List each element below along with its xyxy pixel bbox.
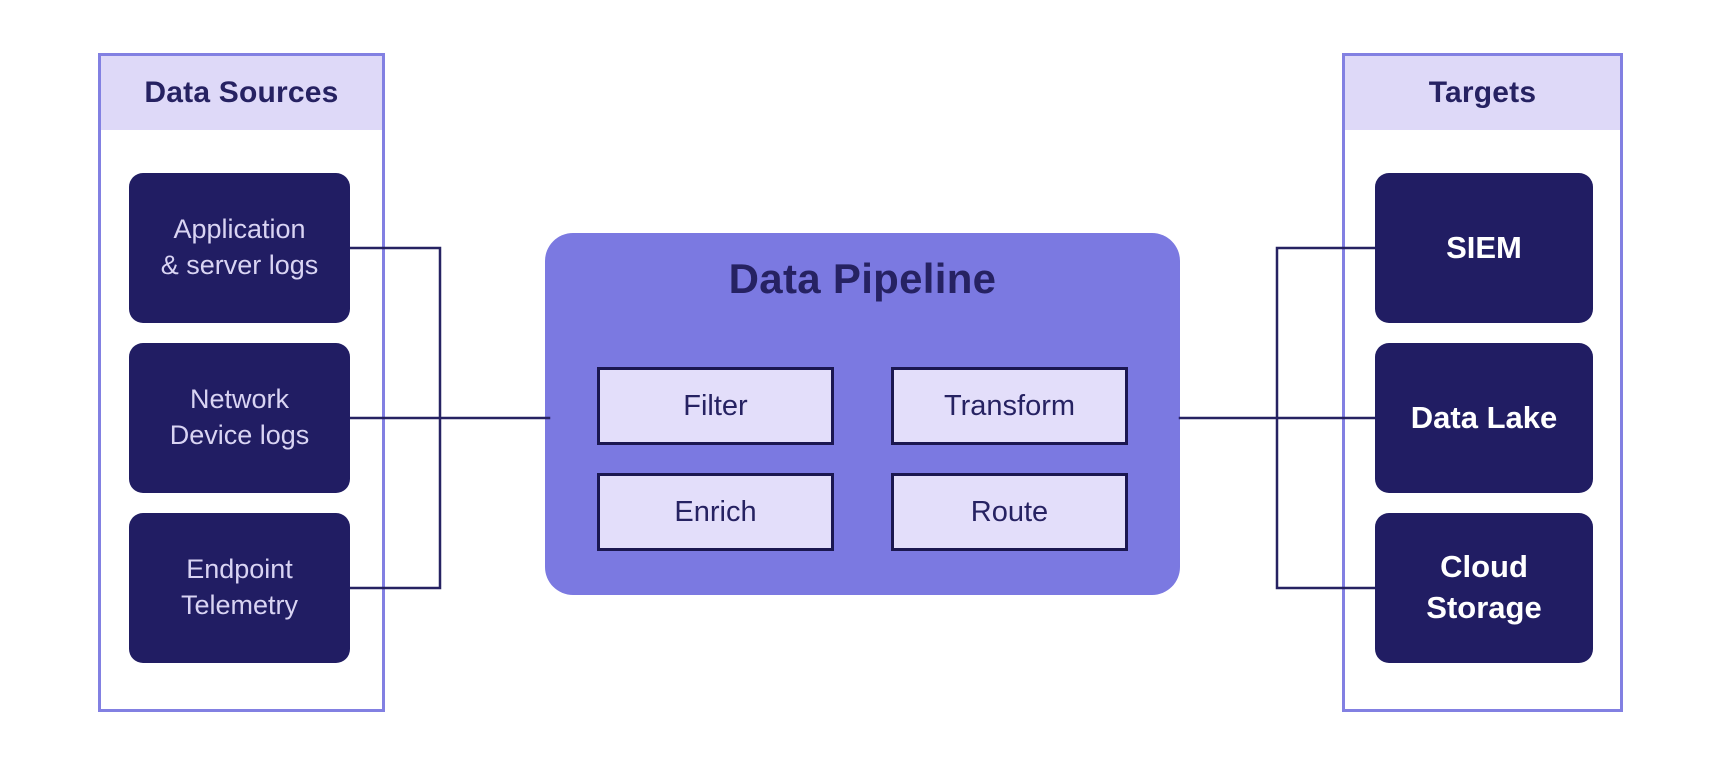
source-box-application-server-logs: Application & server logs [129, 173, 350, 323]
pipeline-stage-grid: Filter Transform Enrich Route [545, 367, 1180, 551]
stage-box-filter: Filter [597, 367, 834, 445]
target-box-cloud-storage: Cloud Storage [1375, 513, 1593, 663]
target-box-siem: SIEM [1375, 173, 1593, 323]
targets-header: Targets [1345, 56, 1620, 130]
stage-box-enrich: Enrich [597, 473, 834, 551]
stage-box-transform: Transform [891, 367, 1128, 445]
stage-box-route: Route [891, 473, 1128, 551]
data-sources-header: Data Sources [101, 56, 382, 130]
source-box-endpoint-telemetry: Endpoint Telemetry [129, 513, 350, 663]
source-box-network-device-logs: Network Device logs [129, 343, 350, 493]
data-pipeline-block: Data Pipeline Filter Transform Enrich Ro… [545, 233, 1180, 595]
data-pipeline-title: Data Pipeline [728, 255, 997, 302]
target-box-data-lake: Data Lake [1375, 343, 1593, 493]
